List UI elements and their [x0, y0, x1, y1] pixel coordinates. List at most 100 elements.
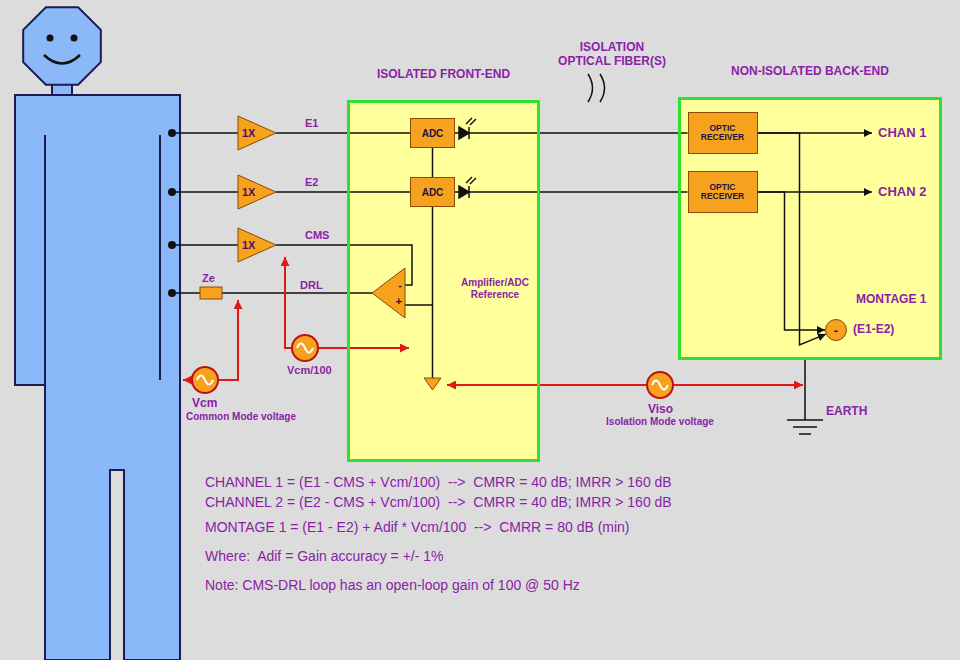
annotation-label: EARTH	[826, 404, 867, 418]
reference-wire	[432, 305, 434, 378]
source-wire	[285, 257, 292, 348]
panel-heading: NON-ISOLATED BACK-END	[681, 64, 939, 78]
electrode-dot	[168, 289, 176, 297]
electrode-dot	[168, 188, 176, 196]
figure-eye	[47, 35, 54, 42]
sine-symbol	[652, 381, 668, 390]
source-wires	[183, 257, 803, 385]
note-line: MONTAGE 1 = (E1 - E2) + Adif * Vcm/100 -…	[205, 519, 630, 535]
annotation-slot: Vcm/100	[287, 364, 332, 377]
annotation-slot: (E1-E2)	[853, 322, 894, 336]
electrode-dot	[168, 129, 176, 137]
note-line: CHANNEL 1 = (E1 - CMS + Vcm/100) --> CMR…	[205, 474, 672, 490]
buffer-amplifier: 1X	[238, 228, 276, 262]
node-label: ADC	[422, 187, 444, 198]
figure-eye	[71, 35, 78, 42]
break-mark	[588, 74, 593, 102]
component-box: ADC	[410, 118, 455, 148]
source-wire	[218, 300, 238, 380]
node-label: +	[396, 295, 402, 307]
connectors	[276, 133, 826, 345]
panel-fills	[347, 97, 942, 462]
signal-connector	[455, 191, 688, 193]
annotation-slot: Isolation Mode voltage	[600, 416, 720, 428]
node-outline	[372, 268, 405, 318]
signal-connector	[276, 132, 410, 134]
panel-heading: ISOLATED FRONT-END	[350, 67, 537, 81]
note-line: Note: CMS-DRL loop has an open-loop gain…	[205, 577, 580, 593]
signal-name: E1	[305, 117, 318, 129]
annotation-label: ISOLATION OPTICAL FIBER(S)	[558, 40, 666, 68]
break-mark	[600, 74, 605, 102]
signal-label-slot: E1	[305, 117, 318, 130]
amplifier-triangle	[238, 175, 276, 209]
annotation-label: (E1-E2)	[853, 322, 894, 336]
signal-name: E2	[305, 176, 318, 188]
earth-symbol	[787, 419, 823, 421]
annotation-slot: CHANNEL 1 = (E1 - CMS + Vcm/100) --> CMR…	[205, 474, 672, 491]
annotation-label: Viso	[648, 402, 673, 416]
electrode-dot	[168, 241, 176, 249]
node-label: -	[834, 324, 838, 337]
led-ray	[470, 178, 476, 184]
signal-connector	[455, 132, 688, 134]
subtractor-circle	[826, 320, 847, 341]
earth-wire	[804, 360, 806, 420]
figure-arm-line	[159, 135, 161, 380]
signal-connector	[758, 133, 826, 345]
annotation-slot: Amplifier/ADC Reference	[450, 277, 540, 301]
signal-label-slot: CMS	[305, 229, 329, 242]
annotation-slot: Vcm	[192, 396, 217, 410]
annotation-label: DRL	[300, 279, 323, 291]
figure-body	[15, 95, 180, 660]
annotation-slot: DRL	[300, 279, 323, 292]
annotation-label: CHAN 2	[878, 184, 926, 199]
amplifier-triangle	[372, 268, 405, 318]
annotation-label: Amplifier/ADC Reference	[461, 277, 529, 300]
panel-fill	[678, 97, 942, 360]
voltage-source	[647, 372, 673, 398]
annotation-label: Vcm	[192, 396, 217, 410]
node-label: 1X	[242, 127, 255, 139]
node-label: OPTIC RECEIVER	[692, 183, 754, 202]
earth-symbol	[799, 433, 811, 435]
component-box: OPTIC RECEIVER	[688, 112, 758, 154]
signal-label-slot: E2	[305, 176, 318, 189]
annotation-label: Isolation Mode voltage	[606, 416, 714, 427]
annotation-slot: Note: CMS-DRL loop has an open-loop gain…	[205, 577, 580, 594]
resistor-symbol	[200, 287, 222, 299]
drl-wire	[172, 292, 200, 294]
annotation-slot: Ze	[202, 272, 215, 285]
annotation-label: Vcm/100	[287, 364, 332, 376]
amplifier-triangle	[238, 116, 276, 150]
earth-symbol	[793, 426, 817, 428]
node-label: OPTIC RECEIVER	[692, 124, 754, 143]
panel-fill	[347, 100, 540, 462]
annotation-label: Common Mode voltage	[186, 411, 296, 422]
note-line: CHANNEL 2 = (E2 - CMS + Vcm/100) --> CMR…	[205, 494, 672, 510]
annotation-slot: CHANNEL 2 = (E2 - CMS + Vcm/100) --> CMR…	[205, 494, 672, 511]
annotation-label: Ze	[202, 272, 215, 284]
buffer-amplifier: 1X	[238, 116, 276, 150]
annotation-slot: EARTH	[826, 404, 867, 418]
source-wire	[318, 347, 409, 349]
electrode-wire	[172, 244, 238, 246]
sine-symbol	[197, 376, 213, 385]
sine-symbol	[297, 344, 313, 353]
led-ray	[470, 119, 476, 125]
figure-smile	[44, 55, 80, 64]
annotation-label: MONTAGE 1	[856, 292, 926, 306]
node-label: 1X	[242, 239, 255, 251]
electrode-wire	[172, 191, 238, 193]
annotation-slot: CHAN 1	[878, 125, 926, 141]
voltage-source	[192, 367, 218, 393]
annotation-slot: MONTAGE 1	[856, 292, 926, 306]
subtractor-node: -	[825, 319, 847, 341]
figure-head	[23, 7, 101, 85]
annotation-slot: Viso	[648, 402, 673, 416]
signal-connector	[276, 191, 410, 193]
voltage-source	[292, 335, 318, 361]
